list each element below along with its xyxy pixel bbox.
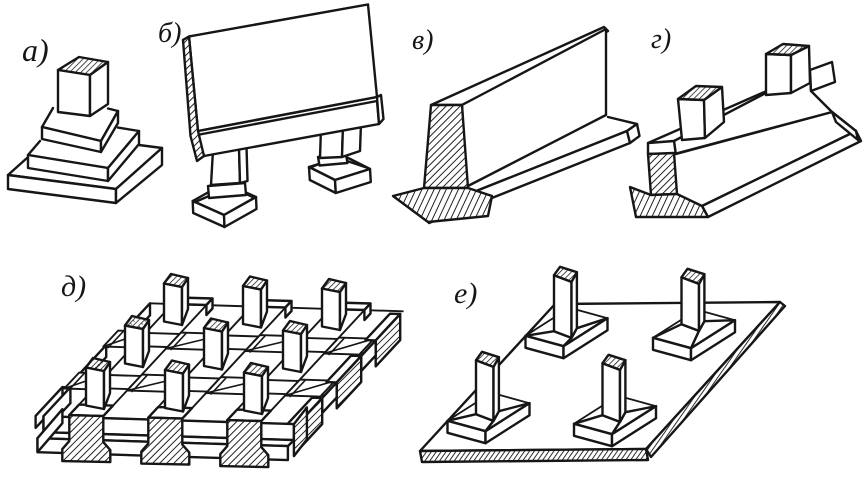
svg-text:д): д) (61, 270, 86, 303)
svg-text:в): в) (412, 25, 433, 56)
svg-text:б): б) (158, 18, 181, 49)
svg-text:е): е) (454, 277, 477, 310)
svg-text:а): а) (22, 32, 49, 68)
svg-text:г): г) (651, 24, 671, 55)
